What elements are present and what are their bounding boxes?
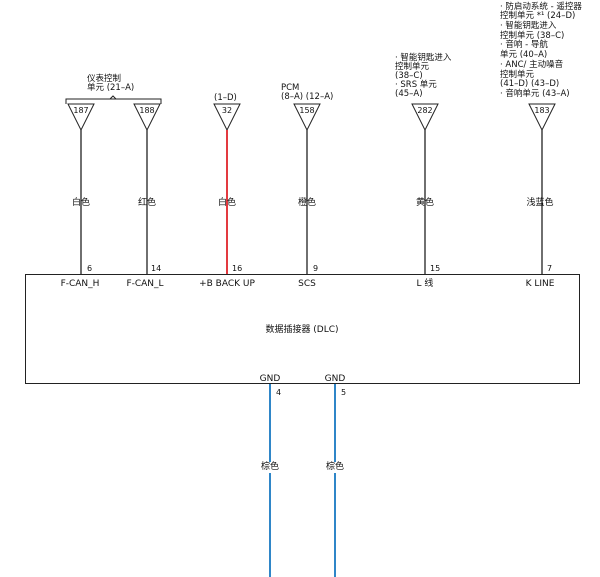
signal-name: F-CAN_H <box>60 279 100 289</box>
callout-k-line9: (41–D) (43–D) <box>500 79 560 89</box>
callout-instrument-line2: 单元 (21–A) <box>87 83 135 93</box>
ref-triangle-188 <box>133 103 161 132</box>
pin-number: 6 <box>87 264 93 273</box>
ref-number-282: 282 <box>417 106 433 115</box>
wire-color-label: 橙色 <box>297 198 317 208</box>
wire-color-label: 棕色 <box>325 462 345 473</box>
callout-smart-line4: · SRS 单元 <box>395 80 437 90</box>
ref-triangle-32 <box>213 103 241 132</box>
pin-number: 16 <box>232 264 243 273</box>
pin-number: 4 <box>276 388 282 397</box>
instrument-brace-tip <box>109 95 117 100</box>
signal-name: L 线 <box>416 279 434 289</box>
callout-k-line10: · 音响单元 (43–A) <box>500 89 570 99</box>
instrument-brace <box>65 98 162 104</box>
callout-smart-line5: (45–A) <box>395 89 423 99</box>
signal-name-gnd: GND <box>324 374 346 384</box>
ref-number-183: 183 <box>534 106 550 115</box>
signal-name: +B BACK UP <box>199 279 255 289</box>
dlc-title: 数据插接器 (DLC) <box>265 325 339 335</box>
callout-instrument-line1: 仪表控制 <box>87 74 122 84</box>
wire-color-label: 棕色 <box>260 462 280 473</box>
callout-k-line8: 控制单元 <box>500 70 535 80</box>
callout-k-line1: · 防启动系统 - 遥控器 <box>500 2 582 12</box>
signal-name: F-CAN_L <box>126 279 164 289</box>
pin-number: 5 <box>341 388 347 397</box>
ref-number-187: 187 <box>73 106 89 115</box>
callout-smart-line1: · 智能钥匙进入 <box>395 53 452 63</box>
ref-triangle-187 <box>67 103 95 132</box>
wire-color-label: 浅蓝色 <box>526 198 554 208</box>
signal-name: SCS <box>298 279 316 289</box>
wire-color-label: 黄色 <box>415 198 435 208</box>
ref-number-158: 158 <box>299 106 315 115</box>
signal-name-gnd: GND <box>259 374 281 384</box>
callout-pcm-line1: PCM <box>281 83 300 93</box>
ref-triangle-183 <box>528 103 556 132</box>
pin-number: 7 <box>547 264 553 273</box>
callout-k-line6: 单元 (40–A) <box>500 50 548 60</box>
ref-triangle-158 <box>293 103 321 132</box>
callout-bplus: (1–D) <box>214 93 237 103</box>
callout-smart-line2: 控制单元 <box>395 62 430 72</box>
signal-name: K LINE <box>525 279 555 289</box>
callout-k-line7: · ANC/ 主动噪音 <box>500 60 564 70</box>
pin-number: 9 <box>313 264 319 273</box>
dlc-connector-box <box>25 274 580 384</box>
callout-k-line2: 控制单元 *¹ (24–D) <box>500 11 576 21</box>
ref-triangle-282 <box>411 103 439 132</box>
wire-color-label: 白色 <box>217 198 237 208</box>
callout-smart-line3: (38–C) <box>395 71 423 81</box>
callout-k-line5: · 音响 - 导航 <box>500 40 548 50</box>
ref-number-188: 188 <box>139 106 155 115</box>
pin-number: 15 <box>430 264 441 273</box>
wire-color-label: 白色 <box>71 198 91 208</box>
wire-color-label: 红色 <box>137 198 157 208</box>
callout-pcm-line2: (8–A) (12–A) <box>281 92 334 102</box>
callout-k-line3: · 智能钥匙进入 <box>500 21 557 31</box>
ref-number-32: 32 <box>221 106 233 115</box>
pin-number: 14 <box>151 264 162 273</box>
callout-k-line4: 控制单元 (38–C) <box>500 31 565 41</box>
